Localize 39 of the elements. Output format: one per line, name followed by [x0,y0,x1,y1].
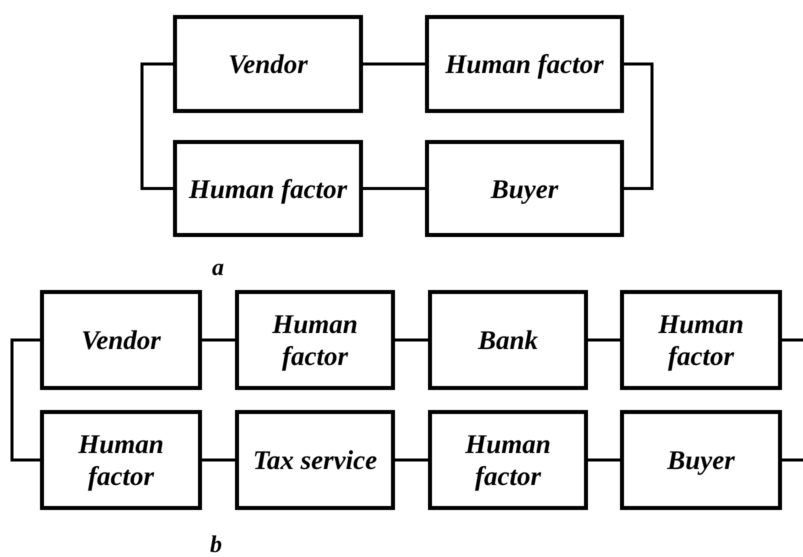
block-box [620,410,782,510]
block-box [235,290,395,390]
block-text: Tax service [252,444,378,476]
block-text: Human factor [271,308,359,372]
block-box [428,410,588,510]
connector-line [363,187,425,190]
block-box [425,15,624,113]
connector-line [395,338,428,342]
connector-line [588,458,620,462]
connector-line [624,62,654,190]
block-box [173,15,363,113]
block-box [40,410,202,510]
connector-line [363,62,425,66]
block-text: Vendor [228,48,308,80]
connector-line [782,338,803,342]
connector-line [782,458,803,462]
block-text: Human factor [657,308,745,372]
connector-line [140,62,173,190]
block-text: Vendor [81,324,161,356]
block-text: Buyer [667,444,735,476]
panel-letter: a [212,255,224,281]
connector-line [10,338,40,462]
block-box [428,290,588,390]
block-box [40,290,202,390]
connector-line [202,338,235,342]
panel-letter: b [210,532,222,557]
connector-line [588,338,620,342]
block-box [620,290,782,390]
connector-line [395,458,428,462]
block-text: Human factor [445,48,604,80]
block-box [235,410,395,510]
connector-line [202,458,235,462]
block-text: Buyer [490,172,558,204]
block-text: Human factor [464,428,552,492]
block-text: Bank [478,324,538,356]
block-box [425,140,624,237]
block-text: Human factor [188,172,348,204]
block-text: Human factor [77,428,165,492]
block-box [173,140,363,237]
